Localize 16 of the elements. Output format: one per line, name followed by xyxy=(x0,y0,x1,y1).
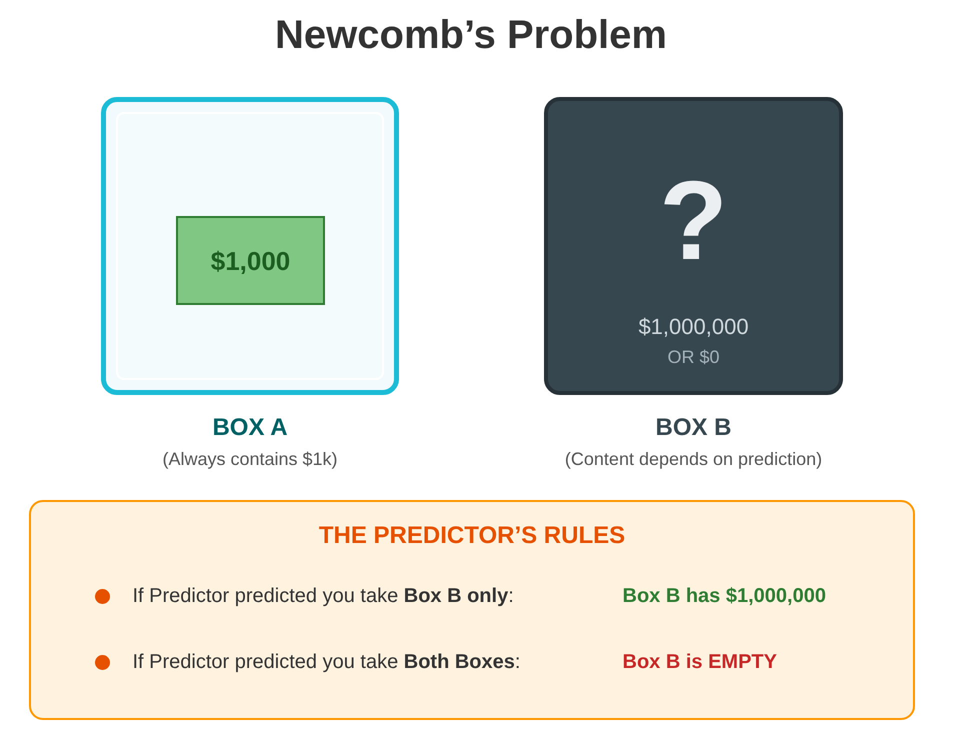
alternative-amount: OR $0 xyxy=(667,346,720,368)
banknote xyxy=(176,216,325,305)
amount-text: $1,000,000 xyxy=(638,314,749,340)
rule-condition: If Predictor predicted you take Box B only: xyxy=(132,584,514,608)
box-caption: (Always contains $1k) xyxy=(162,448,338,471)
diagram-title: Newcomb’s Problem xyxy=(275,12,667,58)
panel-heading: THE PREDICTOR’S RULES xyxy=(318,520,626,550)
bill-amount: $1,000 xyxy=(210,246,290,276)
box-heading: BOX A xyxy=(212,413,288,443)
rule-outcome: Box B is EMPTY xyxy=(622,650,777,674)
box-heading: BOX B xyxy=(656,413,732,443)
rule-outcome: Box B has $1,000,000 xyxy=(622,584,826,608)
rules-panel xyxy=(29,500,915,720)
question-mark: ? xyxy=(659,165,728,277)
box-caption: (Content depends on prediction) xyxy=(564,448,822,471)
rule-condition: If Predictor predicted you take Both Boxes: xyxy=(132,650,520,674)
